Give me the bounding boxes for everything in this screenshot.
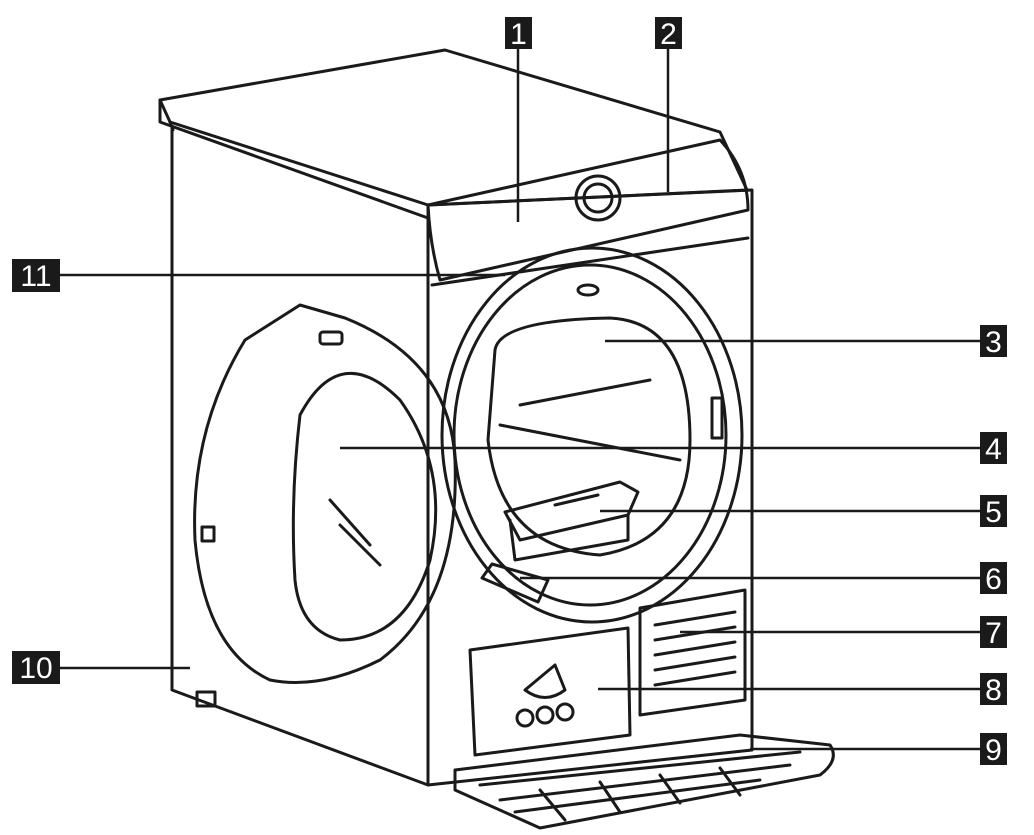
condenser-lock-1 <box>515 708 535 728</box>
callout-7: 7 <box>980 616 1007 650</box>
door-latch <box>318 330 344 346</box>
svg-text:8: 8 <box>985 674 1002 707</box>
callout-8: 8 <box>980 673 1007 707</box>
callout-9: 9 <box>980 733 1007 767</box>
callout-6: 6 <box>980 562 1007 596</box>
cabinet-left-side <box>170 126 430 787</box>
cabinet-top <box>158 48 749 207</box>
callout-11: 11 <box>12 259 60 293</box>
door-ring-outer <box>440 246 744 624</box>
cabinet-top-edge <box>158 98 430 220</box>
door-hinge-mark <box>200 525 216 543</box>
svg-text:4: 4 <box>985 433 1002 466</box>
drum-opening <box>486 316 692 557</box>
condenser-lock-2 <box>535 705 555 725</box>
drum-sensor <box>710 396 724 440</box>
condenser-knob <box>523 663 567 699</box>
door-glass-reflection <box>328 498 382 567</box>
door-ring-inner <box>452 263 728 607</box>
svg-text:9: 9 <box>985 734 1002 767</box>
callout-10: 10 <box>12 651 60 685</box>
door-catch <box>576 283 600 297</box>
svg-text:2: 2 <box>660 18 677 51</box>
open-door-frame <box>193 303 457 684</box>
water-container-handle <box>480 562 550 604</box>
program-knob <box>574 174 622 222</box>
front-panel-trim <box>430 236 750 287</box>
condenser-cover <box>468 626 632 757</box>
svg-text:10: 10 <box>19 652 52 685</box>
svg-text:1: 1 <box>510 18 527 51</box>
fluff-filter <box>503 480 640 562</box>
callout-3: 3 <box>980 325 1007 359</box>
callout-4: 4 <box>980 432 1007 466</box>
svg-text:11: 11 <box>20 260 51 293</box>
air-vents <box>638 588 747 717</box>
svg-text:6: 6 <box>985 563 1002 596</box>
callout-1: 1 <box>505 17 532 51</box>
condenser-lock-3 <box>555 702 575 722</box>
program-knob-inner <box>582 182 614 214</box>
drum-rib <box>498 378 682 462</box>
callout-5: 5 <box>980 495 1007 529</box>
svg-text:3: 3 <box>985 326 1002 359</box>
callout-2: 2 <box>655 17 682 51</box>
svg-text:7: 7 <box>985 617 1002 650</box>
fluff-filter-handle <box>553 493 600 507</box>
control-panel <box>426 138 750 282</box>
svg-text:5: 5 <box>985 496 1002 529</box>
plinth-grille <box>478 750 802 822</box>
adjustable-foot <box>195 690 217 708</box>
open-door-glass <box>291 371 438 642</box>
